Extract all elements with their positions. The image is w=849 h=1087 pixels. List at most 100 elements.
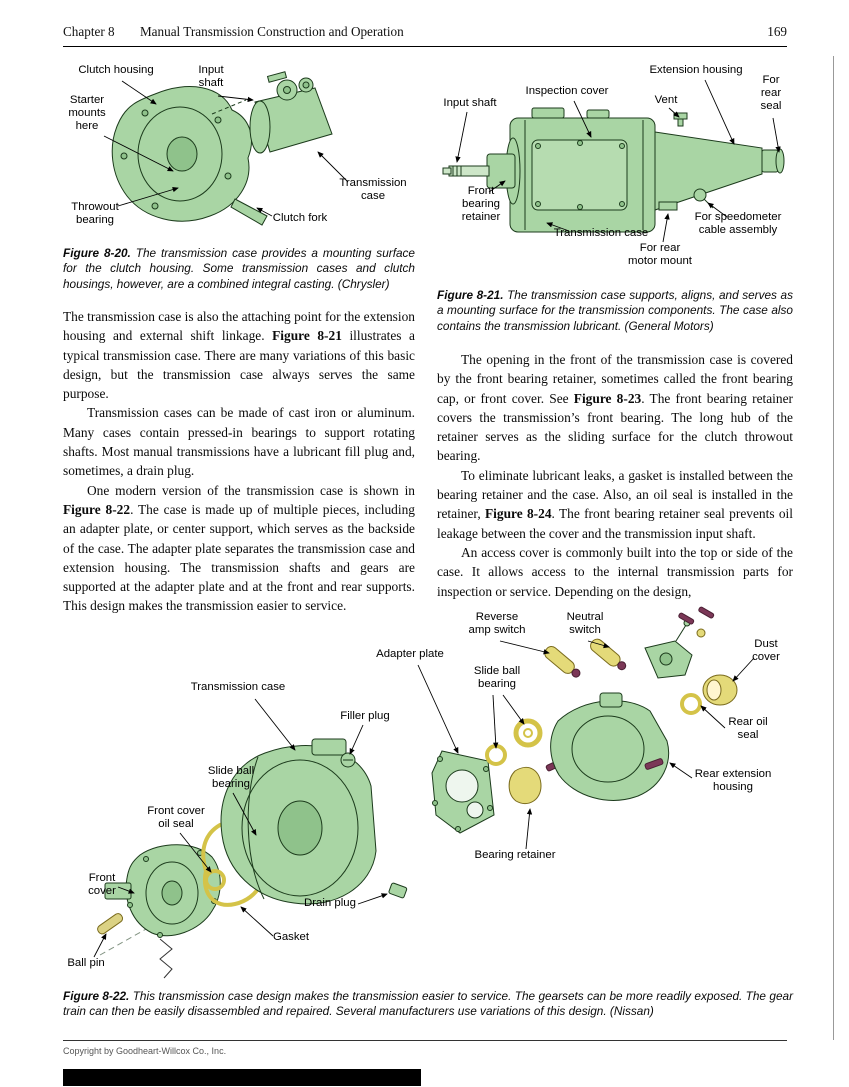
reverse-lamp-switch-drawing [544,646,581,678]
figure-8-20-caption: Figure 8-20. The transmission case provi… [63,246,415,292]
fig22-label-adapter-plate: Adapter plate [376,648,444,660]
ball-pin-drawing [97,913,124,935]
transmission-case-drawing [220,738,377,905]
fig21-label-for-speedometer: For speedometer cable assembly [694,211,782,237]
paragraph-1: The transmission case is also the attach… [63,307,415,403]
figure-reference: Figure 8-22 [63,501,131,517]
figure-8-22-illustration [93,606,755,979]
figure-8-22-caption: Figure 8-22. This transmission case desi… [63,989,793,1020]
fig22-label-reverse-amp-switch: Reverse amp switch [468,611,526,637]
shift-linkage-cluster-drawing [644,606,715,679]
drain-plug-drawing [388,882,408,899]
slide-ball-bearing-right-drawing [485,744,507,766]
fig22-label-neutral-switch: Neutral switch [566,611,604,637]
fig22-label-rear-oil-seal: Rear oil seal [728,716,768,742]
input-shaft-drawing [448,165,490,177]
paragraph-text: To eliminate lubricant leaks, a gasket i… [437,467,793,522]
figure-8-22-caption-text: This transmission case design makes the … [63,989,793,1019]
fig22-label-ball-pin: Ball pin [67,957,105,969]
page-edge-bar [63,1069,421,1086]
chapter-number: Chapter 8 [63,24,115,39]
fig21-label-input-shaft: Input shaft [443,97,497,109]
fig22-label-dust-cover: Dust cover [752,638,780,664]
fig22-label-slide-ball-bearing-left: Slide ball bearing [207,765,255,791]
fig21-label-extension-housing: Extension housing [649,64,743,76]
figure-8-21-leader-lines [455,79,781,243]
fig22-label-rear-extension-housing: Rear extension housing [694,768,772,794]
transmission-case-side-drawing [442,107,785,233]
figure-reference: Figure 8-21 [272,328,342,344]
bearing-retainer-drawing [508,766,542,805]
exploded-transmission-drawing [97,606,738,979]
fig20-label-clutch-fork: Clutch fork [272,212,328,224]
running-head: Chapter 8 Manual Transmission Constructi… [63,24,404,40]
fig22-label-slide-ball-bearing-right: Slide ball bearing [473,665,521,691]
page-number: 169 [767,24,787,39]
paragraph-text: One modern version of the transmission c… [87,482,415,498]
paragraph-text: An access cover is commonly built into t… [437,544,793,599]
figure-reference: Figure 8-24 [485,506,552,522]
figure-8-21-caption: Figure 8-21. The transmission case suppo… [437,288,793,334]
fig20-label-throwout-bearing: Throwout bearing [71,201,119,227]
inspection-cover-drawing [531,139,628,211]
fig22-label-front-cover-oil-seal: Front cover oil seal [147,805,205,831]
paragraph-text: . The front bearing retainer covers the … [437,390,793,464]
chapter-title: Manual Transmission Construction and Ope… [139,24,404,39]
left-column: The transmission case is also the attach… [63,307,415,616]
paragraph-text: . The front bearing retainer seal preven… [437,506,793,541]
fig22-label-bearing-retainer: Bearing retainer [474,849,556,861]
fig21-label-for-rear-seal: For rear seal [760,74,782,113]
figure-8-21-caption-text: The transmission case supports, aligns, … [437,288,793,333]
rear-extension-housing-drawing [550,692,670,801]
figure-8-21-illustration [442,79,785,243]
fig22-label-gasket: Gasket [272,931,310,943]
motor-mount-boss-drawing [658,201,678,211]
fig20-label-input-shaft: Input shaft [198,64,224,90]
figure-8-20-leader-lines [103,80,349,217]
paragraph-text: The opening in the front of the transmis… [437,352,793,406]
fig22-label-filler-plug: Filler plug [340,710,390,722]
paragraph-2: Transmission cases can be made of cast i… [63,403,415,480]
front-bearing-retainer-drawing [486,153,516,189]
speedometer-fitting-drawing [693,188,707,202]
paragraph-6: An access cover is commonly built into t… [437,543,793,601]
fig21-label-transmission-case: Transmission case [553,227,649,239]
header-rule [63,46,787,48]
page-header: Chapter 8 Manual Transmission Constructi… [63,24,787,40]
transmission-case-front-drawing [249,71,333,154]
paragraph-3: One modern version of the transmission c… [63,481,415,616]
fig21-label-for-rear-motor-mount: For rear motor mount [628,242,692,268]
paragraph-text: . The case is made up of multiple pieces… [63,501,415,614]
clutch-fork-drawing [230,198,268,226]
extension-housing-drawing [654,131,763,211]
fig21-label-vent: Vent [654,94,678,106]
fig22-label-drain-plug: Drain plug [304,897,356,909]
adapter-plate-drawing [431,750,495,834]
fig21-label-front-bearing-retainer: Front bearing retainer [461,185,501,224]
copyright-notice: Copyright by Goodheart-Willcox Co., Inc. [63,1046,227,1056]
right-column: The opening in the front of the transmis… [437,350,793,601]
clutch-housing-drawing [111,71,333,226]
bolt-drawing [644,758,664,770]
paragraph-5: To eliminate lubricant leaks, a gasket i… [437,466,793,543]
rear-oil-seal-drawing [680,693,702,715]
figure-8-20-caption-text: The transmission case provides a mountin… [63,246,415,291]
paragraph-text: The transmission case is also the attach… [63,309,415,344]
figure-8-22-leader-lines [93,640,755,958]
figure-8-22-caption-number: Figure 8-22. [63,989,130,1003]
fig20-label-clutch-housing: Clutch housing [78,64,154,76]
neutral-switch-drawing [590,638,627,671]
paragraph-text: illustrates a typical transmission case.… [63,328,415,402]
figure-reference: Figure 8-23 [573,390,642,406]
fig22-label-front-cover: Front cover [88,872,116,898]
figure-8-20-caption-number: Figure 8-20. [63,246,131,260]
footer-rule [63,1040,787,1041]
figure-8-21-caption-number: Figure 8-21. [437,288,504,302]
front-cover-drawing [104,844,221,938]
fig22-label-transmission-case: Transmission case [190,681,286,693]
fig20-label-transmission-case: Transmission case [339,177,407,203]
paragraph-text: Transmission cases can be made of cast i… [63,405,415,479]
fig20-label-starter-mounts-here: Starter mounts here [68,94,106,133]
fig21-label-inspection-cover: Inspection cover [525,85,609,97]
